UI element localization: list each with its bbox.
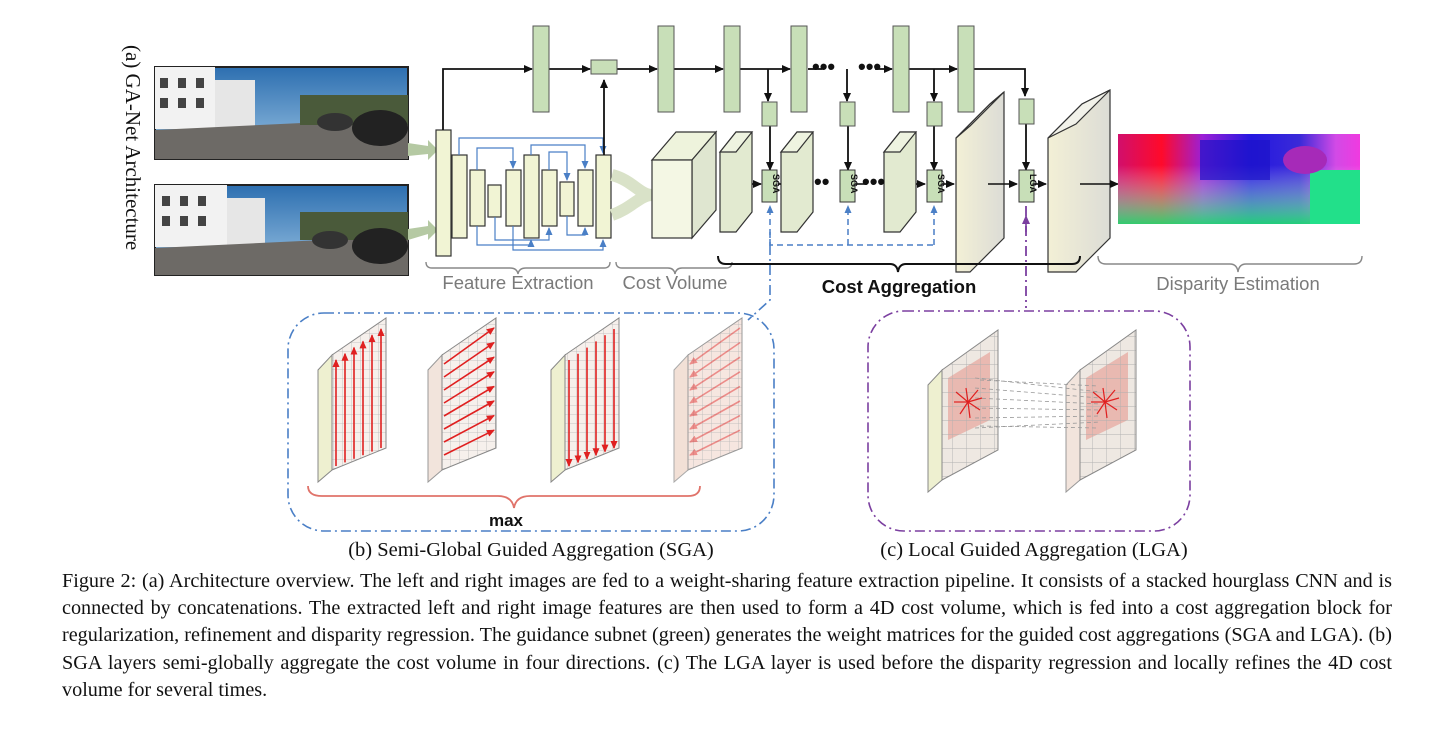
label-cost-aggregation: Cost Aggregation (822, 276, 977, 297)
sga-arrow-left (689, 327, 741, 365)
label-feature-extraction: Feature Extraction (442, 272, 593, 293)
sga-arrow-right (443, 327, 495, 365)
sga-tag-3: SGA (936, 174, 946, 194)
lga-panel-frame (867, 310, 1191, 532)
cost-volume-merge (609, 169, 653, 221)
skip-connections (458, 137, 607, 251)
sga-slab-up (317, 317, 387, 484)
ellipsis-top: ••• (812, 54, 835, 79)
input-arrow-right (408, 220, 438, 240)
sga-layer-2: SGA (839, 169, 859, 203)
lga-local-burst-left (954, 387, 983, 419)
sga-zoom-link (747, 245, 771, 321)
section-braces (425, 255, 1363, 275)
sga-arrow-right (443, 414, 495, 443)
panel-b-title: (b) Semi-Global Guided Aggregation (SGA) (348, 539, 714, 561)
ellipsis-mid-2: ••• (862, 169, 885, 194)
panel-c: (c) Local Guided Aggregation (LGA) (867, 206, 1191, 561)
left-input-image (154, 66, 409, 160)
panel-a: (a) GA-Net Architecture (121, 25, 1363, 297)
sga-tag-2: SGA (849, 174, 859, 194)
sga-arrow-right (443, 341, 495, 378)
sga-arrow-left (689, 385, 741, 417)
lga-tag: LGA (1028, 174, 1038, 193)
lga-layer: LGA (1018, 169, 1038, 203)
sga-max-label: max (489, 511, 524, 530)
sga-arrow-left (689, 371, 741, 404)
panel-b: max (b) Semi-Global Guided Aggregation (… (287, 245, 775, 561)
sga-arrow-left (689, 429, 741, 456)
sga-tag-1: SGA (771, 174, 781, 194)
sga-slab-left (673, 317, 743, 484)
lga-slab-output (1065, 329, 1137, 494)
sga-layer-3: SGA (926, 169, 946, 203)
lga-projection-lines (974, 377, 1101, 429)
sga-arrow-left (689, 400, 741, 430)
guidance-layers (532, 25, 1035, 127)
sga-arrow-left (689, 414, 741, 443)
sga-arrow-left (689, 341, 741, 378)
sga-panel-frame (287, 312, 775, 532)
lga-slab-input (927, 329, 999, 494)
sga-slab-right (427, 317, 497, 484)
disparity-map (1118, 134, 1360, 224)
aggregation-slabs (718, 89, 1111, 273)
figure-caption: Figure 2: (a) Architecture overview. The… (62, 570, 1392, 701)
ellipsis-mid: •• (814, 169, 829, 194)
figure-canvas: (a) GA-Net Architecture (121, 25, 1363, 561)
panel-c-title: (c) Local Guided Aggregation (LGA) (880, 539, 1187, 561)
label-cost-volume: Cost Volume (623, 272, 728, 293)
sga-arrow-right (443, 371, 495, 404)
panel-a-title: (a) GA-Net Architecture (121, 45, 145, 250)
sga-arrow-right (443, 400, 495, 430)
sga-max-brace (307, 485, 701, 509)
sga-arrow-left (689, 356, 741, 391)
lga-local-burst-right (1091, 387, 1120, 419)
sga-slab-down (550, 317, 620, 484)
sga-direction-arrows (332, 327, 741, 467)
sga-arrow-right (443, 356, 495, 391)
label-disparity-estimation: Disparity Estimation (1156, 273, 1319, 294)
input-arrow-left (408, 140, 438, 160)
sga-arrow-right (443, 385, 495, 417)
ellipsis-top-2: ••• (858, 54, 881, 79)
cost-volume-cube (650, 130, 718, 240)
right-input-image (154, 184, 409, 276)
sga-arrow-right (443, 429, 495, 456)
guidance-top-path (442, 65, 1030, 171)
sga-layer-1: SGA (761, 169, 781, 203)
